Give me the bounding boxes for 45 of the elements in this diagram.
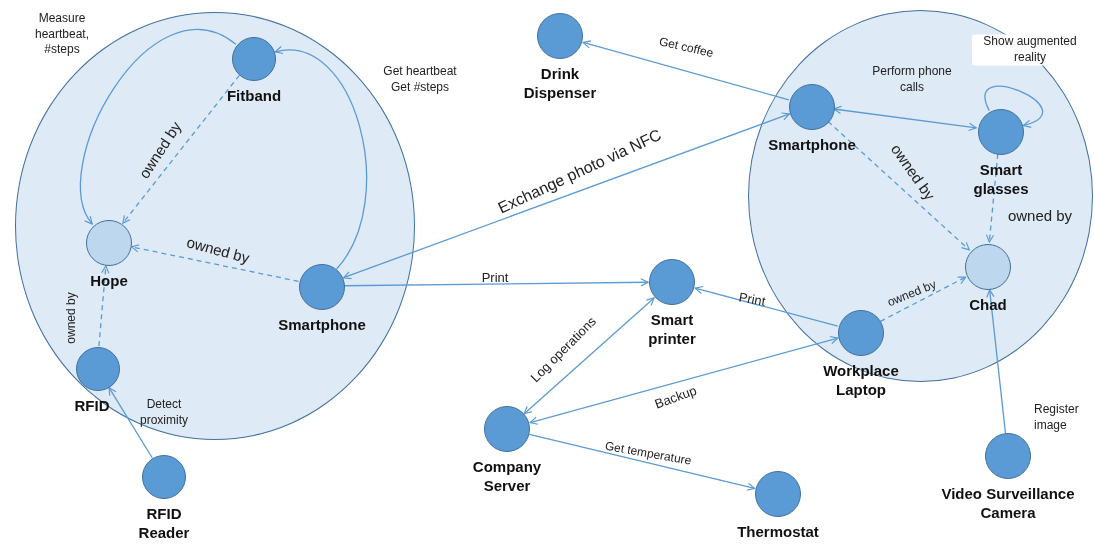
node-label: Company Server xyxy=(471,458,543,496)
node-label: RFID Reader xyxy=(137,505,191,543)
edge-label: Get heartbeat Get #steps xyxy=(382,64,458,96)
edge-label: Print xyxy=(737,289,767,311)
arrow xyxy=(833,105,977,132)
edge-label: owned by xyxy=(64,292,80,344)
arrow xyxy=(79,29,237,225)
arrow xyxy=(582,40,790,101)
arrow xyxy=(694,285,839,327)
edge-label: Get coffee xyxy=(657,34,715,62)
arrow xyxy=(986,289,1007,434)
node-label: Thermostat xyxy=(737,523,819,542)
arrow xyxy=(108,386,154,459)
edge-label: Detect proximity xyxy=(139,397,189,429)
edge-label: Print xyxy=(481,269,509,287)
arrow xyxy=(274,47,368,270)
arrow xyxy=(98,265,110,347)
node-label: Drink Dispenser xyxy=(522,65,598,103)
edge-label: Perform phone calls xyxy=(871,64,953,96)
arrow xyxy=(529,335,839,425)
node-label: RFID xyxy=(74,397,110,416)
arrow xyxy=(528,433,756,491)
node-label: Video Surveillance Camera xyxy=(940,485,1076,523)
arrow xyxy=(984,85,1043,128)
node-label: Chad xyxy=(969,296,1007,315)
arrow xyxy=(523,297,655,415)
arrow xyxy=(827,120,970,251)
node-label: Smartphone xyxy=(768,136,856,155)
arrow xyxy=(342,112,791,280)
edge-label: Get temperature xyxy=(603,438,693,470)
edge-label: owned by xyxy=(184,232,252,268)
edge-label: Register image xyxy=(1034,402,1080,434)
node-label: Hope xyxy=(90,272,128,291)
arrow xyxy=(343,278,649,287)
arrow xyxy=(130,244,300,282)
node-label: Smart printer xyxy=(647,311,697,349)
arrow xyxy=(122,74,241,224)
edge-label: Measure heartbeat, #steps xyxy=(33,10,90,58)
node-label: Smartphone xyxy=(278,316,366,335)
edge-label: Backup xyxy=(652,382,700,414)
edge-label: owned by xyxy=(1007,206,1073,226)
arrow xyxy=(985,153,999,243)
arrow xyxy=(879,276,967,323)
node-label: Fitband xyxy=(226,87,282,106)
node-label: Smart glasses xyxy=(972,161,1030,199)
